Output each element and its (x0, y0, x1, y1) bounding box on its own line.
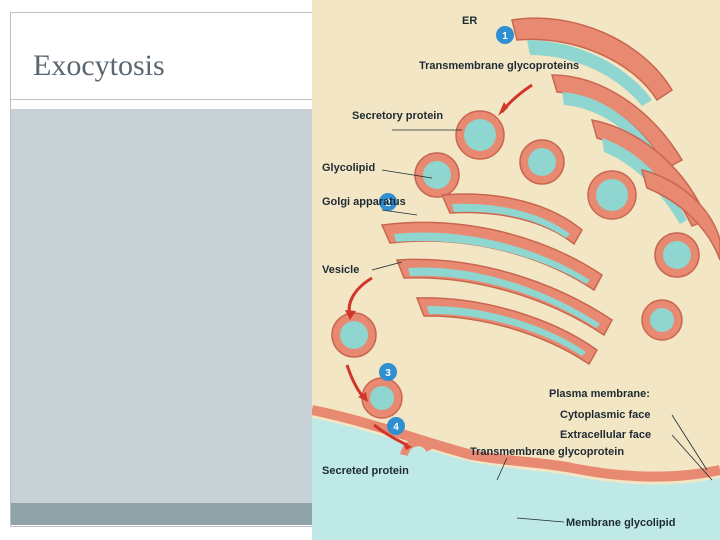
label-membrane-glycolipid: Membrane glycolipid (566, 517, 675, 529)
label-golgi-apparatus: Golgi apparatus (322, 196, 406, 208)
extracellular-space (312, 418, 720, 540)
label-extracellular-face: Extracellular face (560, 429, 651, 441)
exocytosis-diagram: 1 2 3 4 ER Transmembrane glycopro (312, 0, 720, 540)
step-1-marker: 1 (496, 26, 514, 44)
svg-text:1: 1 (502, 31, 508, 42)
er-stacks (511, 17, 720, 261)
step-2-marker: 2 (379, 193, 397, 211)
label-cytoplasmic-face: Cytoplasmic face (560, 409, 650, 421)
label-transmembrane-glycoproteins-text: Transmembrane glycoproteins (419, 60, 579, 72)
label-secreted-protein: Secreted protein (322, 465, 409, 477)
step-3-marker: 3 (379, 363, 397, 381)
label-glycolipid: Glycolipid (322, 162, 375, 174)
slide-title: Exocytosis (33, 49, 165, 82)
svg-text:2: 2 (385, 198, 391, 209)
svg-text:4: 4 (393, 422, 399, 433)
label-plasma-membrane: Plasma membrane: (549, 388, 650, 400)
label-transmembrane-glycoprotein: Transmembrane glycoprotein (470, 446, 624, 458)
label-transmembrane-glycoproteins: Transmembrane glycoproteins (419, 60, 579, 72)
exocytosis-figure: 1 2 3 4 ER Transmembrane glycopro (312, 0, 720, 540)
footer-bar (11, 503, 321, 525)
title-area: Exocytosis (11, 13, 321, 100)
content-panel (11, 109, 321, 503)
label-leader-lines (371, 129, 713, 523)
step-4-marker: 4 (387, 417, 405, 435)
arrow-heads (345, 102, 508, 450)
fusing-vesicle (400, 438, 434, 457)
svg-text:3: 3 (385, 368, 391, 379)
label-er: ER (462, 15, 477, 27)
label-vesicle: Vesicle (322, 264, 359, 276)
label-secretory-protein: Secretory protein (352, 110, 443, 122)
golgi-apparatus-stack (380, 193, 613, 366)
